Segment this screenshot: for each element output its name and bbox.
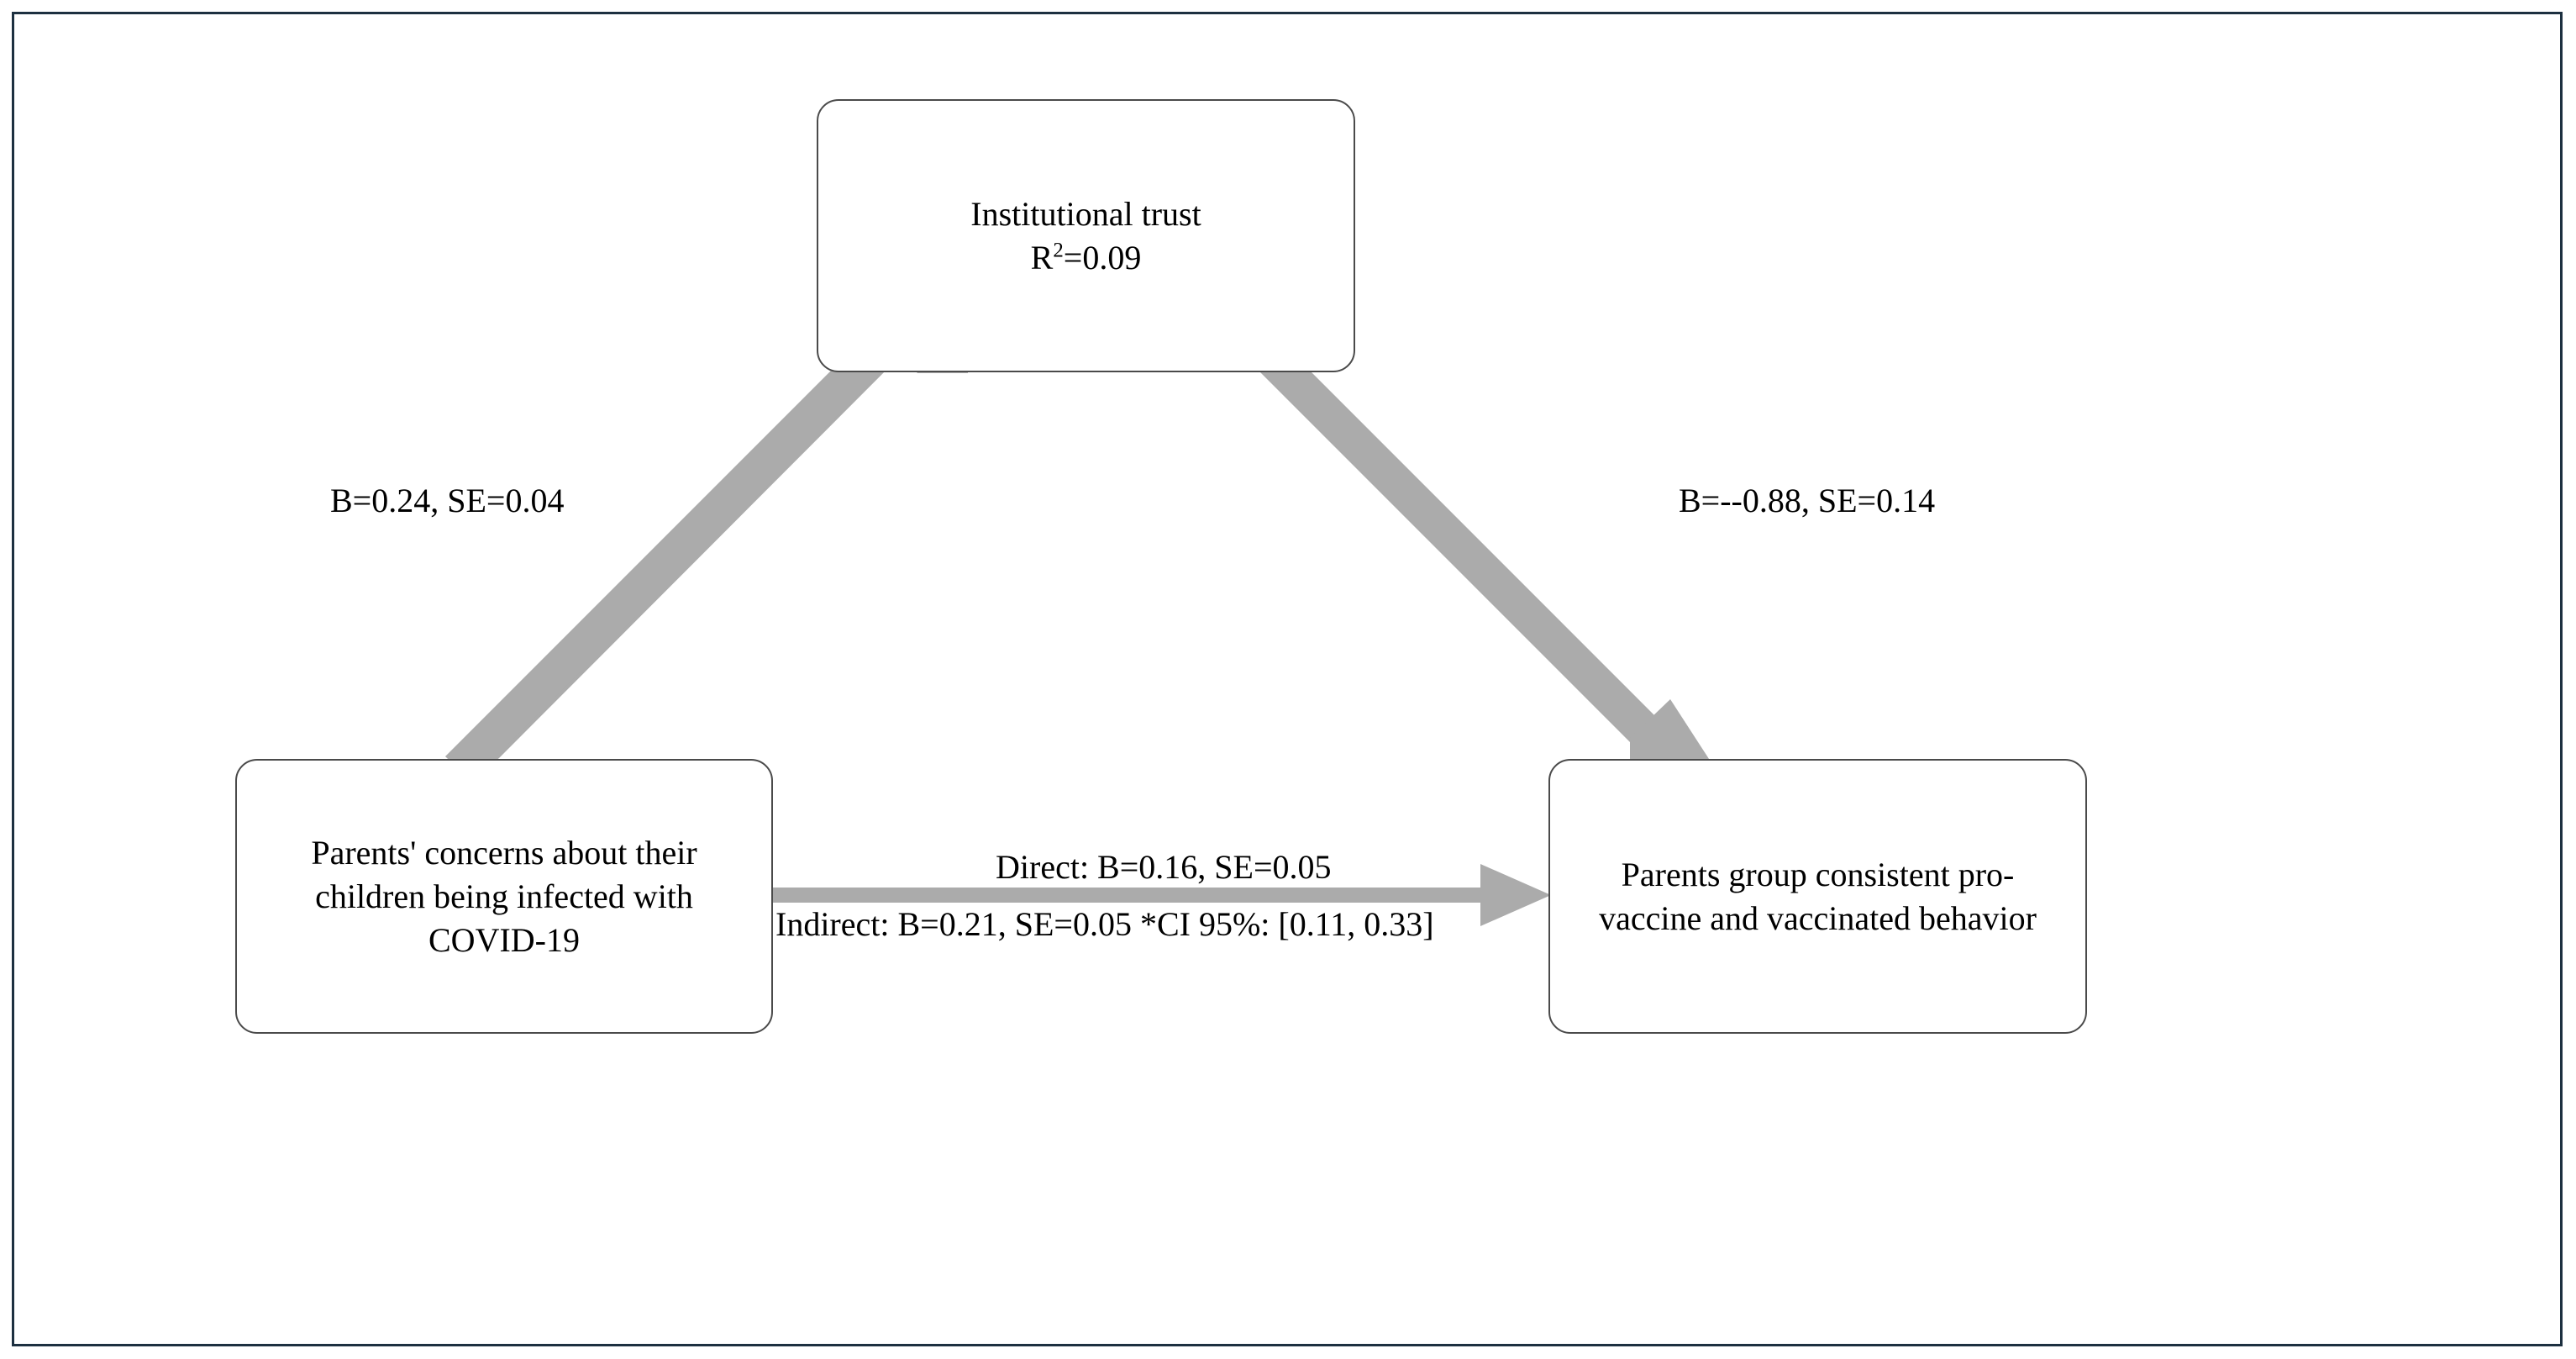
node-parents-concerns[interactable]: Parents' concerns about their children b… [235, 759, 773, 1034]
predictor-line-3: COVID-19 [428, 920, 580, 959]
r-exponent: 2 [1053, 239, 1064, 262]
node-institutional-trust[interactable]: Institutional trust R2=0.09 [817, 99, 1355, 372]
node-mediator-text: Institutional trust R2=0.09 [955, 192, 1216, 280]
mediator-r-squared: R2=0.09 [970, 236, 1201, 280]
r-symbol: R [1030, 238, 1054, 277]
path-label-b: B=--0.88, SE=0.14 [1679, 482, 1936, 519]
mediator-title: Institutional trust [970, 194, 1201, 233]
arrow-b-path [1249, 313, 1729, 790]
node-outcome-text: Parents group consistent pro- vaccine an… [1584, 853, 2052, 940]
outcome-line-2: vaccine and vaccinated behavior [1599, 898, 2037, 937]
predictor-line-1: Parents' concerns about their [311, 833, 697, 872]
predictor-line-2: children being infected with [315, 877, 693, 915]
path-label-direct: Direct: B=0.16, SE=0.05 [996, 848, 1332, 886]
outcome-line-1: Parents group consistent pro- [1621, 855, 2015, 893]
path-label-indirect: Indirect: B=0.21, SE=0.05 *CI 95%: [0.11… [775, 905, 1434, 943]
r-value: =0.09 [1063, 238, 1142, 277]
arrow-direct-path [773, 864, 1551, 926]
node-provaccine-behavior[interactable]: Parents group consistent pro- vaccine an… [1548, 759, 2087, 1034]
path-label-a: B=0.24, SE=0.04 [330, 482, 565, 519]
node-predictor-text: Parents' concerns about their children b… [296, 831, 712, 962]
